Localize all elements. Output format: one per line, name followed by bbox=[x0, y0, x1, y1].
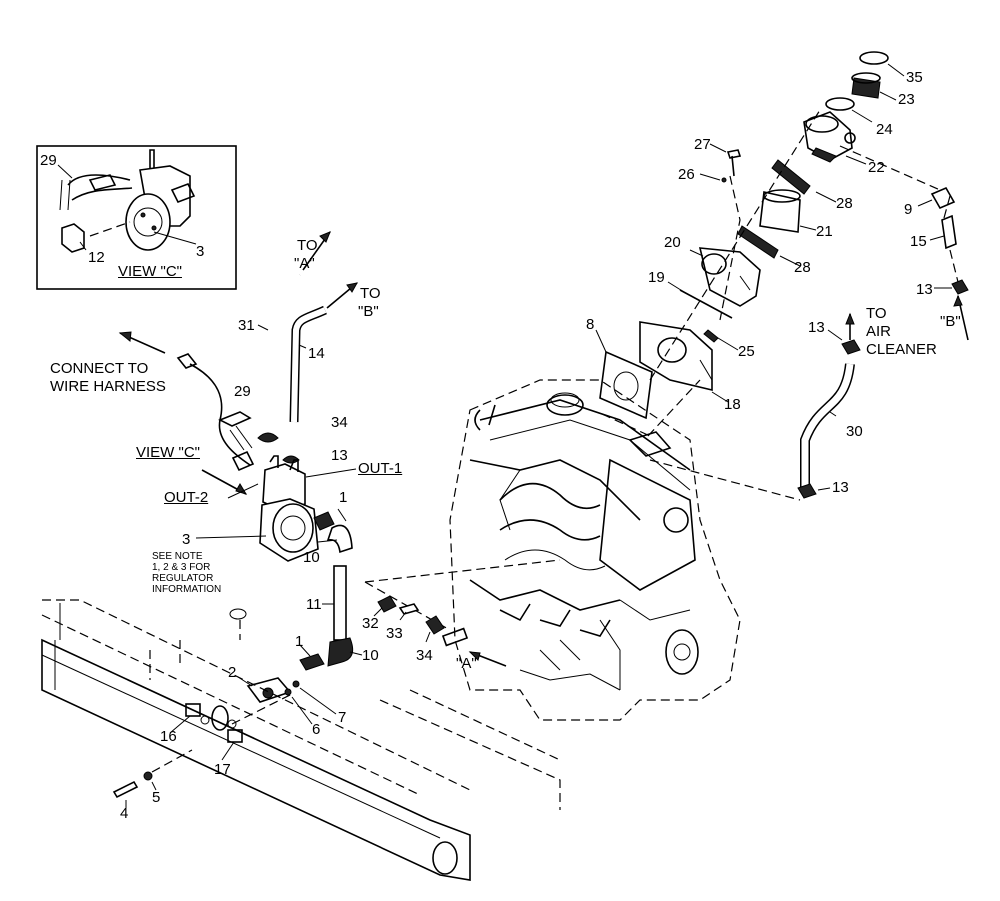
out-1-label: OUT-1 bbox=[358, 460, 403, 477]
out-2-label: OUT-2 bbox=[164, 489, 209, 506]
regulator-note: SEE NOTE 1, 2 & 3 FOR REGULATOR INFORMAT… bbox=[152, 551, 222, 595]
hoses-31-14 bbox=[257, 231, 358, 423]
view-c-inset bbox=[36, 145, 237, 290]
callout-27: 27 bbox=[694, 136, 711, 153]
callout-1-lower: 1 bbox=[295, 633, 304, 650]
callout-31: 31 bbox=[238, 317, 255, 334]
callout-14: 14 bbox=[308, 345, 325, 362]
callout-28-upper: 28 bbox=[836, 195, 853, 212]
callout-5: 5 bbox=[152, 789, 161, 806]
callout-22: 22 bbox=[868, 159, 885, 176]
callout-1-upper: 1 bbox=[339, 489, 348, 506]
to-b-line2: "B" bbox=[358, 303, 379, 320]
callout-6: 6 bbox=[312, 721, 321, 738]
callout-3-inset: 3 bbox=[196, 243, 205, 260]
callout-25: 25 bbox=[738, 343, 755, 360]
callout-13-upper: 13 bbox=[331, 447, 348, 464]
callout-8: 8 bbox=[586, 316, 595, 333]
callout-35: 35 bbox=[906, 69, 923, 86]
to-a-line1: TO bbox=[297, 237, 318, 254]
callout-10-upper: 10 bbox=[303, 549, 320, 566]
callout-13-lower-right: 13 bbox=[832, 479, 849, 496]
callout-28-lower: 28 bbox=[794, 259, 811, 276]
callout-19: 19 bbox=[648, 269, 665, 286]
callout-15: 15 bbox=[910, 233, 927, 250]
callout-10-lower: 10 bbox=[362, 647, 379, 664]
callout-9: 9 bbox=[904, 201, 913, 218]
mixer-stack bbox=[595, 51, 941, 501]
engine-block bbox=[449, 379, 741, 721]
callout-12: 12 bbox=[88, 249, 105, 266]
callout-34-upper: 34 bbox=[331, 414, 348, 431]
to-air-cleaner-line1: TO bbox=[866, 305, 887, 322]
frame-rail bbox=[41, 599, 561, 881]
callout-3: 3 bbox=[182, 531, 191, 548]
to-air-cleaner-line2: AIR bbox=[866, 323, 892, 340]
callout-33: 33 bbox=[386, 625, 403, 642]
callout-7: 7 bbox=[338, 709, 347, 726]
fuel-line-fittings bbox=[364, 559, 561, 667]
vent-fittings bbox=[917, 186, 969, 341]
callout-26: 26 bbox=[678, 166, 695, 183]
to-air-cleaner-line3: CLEANER bbox=[866, 341, 937, 358]
b-reference-label: "B" bbox=[940, 313, 961, 330]
callout-11: 11 bbox=[306, 596, 322, 613]
callout-2: 2 bbox=[228, 664, 237, 681]
callout-30: 30 bbox=[846, 423, 863, 440]
callout-29: 29 bbox=[234, 383, 251, 400]
to-b-line1: TO bbox=[360, 285, 381, 302]
callout-16: 16 bbox=[160, 728, 177, 745]
callout-23: 23 bbox=[898, 91, 915, 108]
callout-13-right: 13 bbox=[916, 281, 933, 298]
to-a-line2: "A" bbox=[294, 255, 315, 272]
hose-30 bbox=[797, 312, 861, 499]
callout-4: 4 bbox=[120, 805, 129, 822]
connect-wire-harness-line1: CONNECT TO bbox=[50, 360, 149, 377]
callout-34-lower: 34 bbox=[416, 647, 433, 664]
connect-wire-harness-line2: WIRE HARNESS bbox=[50, 378, 166, 395]
view-c-label: VIEW "C" bbox=[136, 444, 200, 461]
callout-29-inset: 29 bbox=[40, 152, 57, 169]
view-c-title-inset: VIEW "C" bbox=[118, 263, 182, 280]
regulator-assembly bbox=[118, 331, 363, 725]
callout-13-air: 13 bbox=[808, 319, 825, 336]
callout-20: 20 bbox=[664, 234, 681, 251]
callout-32: 32 bbox=[362, 615, 379, 632]
callout-21: 21 bbox=[816, 223, 833, 240]
a-reference-label: "A" bbox=[456, 655, 477, 672]
callout-18: 18 bbox=[724, 396, 741, 413]
callout-24: 24 bbox=[876, 121, 893, 138]
callout-17: 17 bbox=[214, 761, 231, 778]
